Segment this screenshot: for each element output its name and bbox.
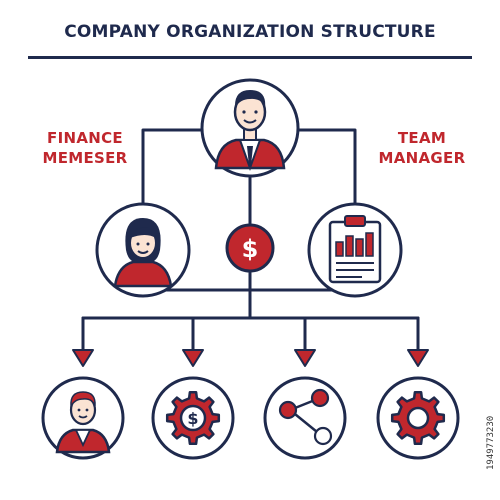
gear-center [179, 404, 207, 432]
team-manager-label: TEAM MANAGER [372, 128, 472, 168]
report-node [307, 202, 403, 298]
gear-node [376, 376, 460, 460]
female-employee-node [95, 202, 191, 298]
connector-top-left [141, 128, 207, 207]
dollar-coin-node: $ [225, 223, 275, 273]
dollar-sign-glyph: $ [242, 235, 259, 263]
arrow-down-icon [72, 349, 94, 367]
page-title: COMPANY ORGANIZATION STRUCTURE [64, 22, 436, 42]
arrow-down-icon [407, 349, 429, 367]
finance-label-line1: FINANCE [47, 129, 123, 147]
connector-top-right [295, 128, 357, 207]
female-avatar-icon [113, 218, 173, 288]
finance-label-line2: MEMESER [42, 149, 128, 167]
network-node [263, 376, 347, 460]
title-underline [28, 56, 472, 59]
gear-dollar-glyph: $ [187, 409, 198, 428]
arrow-down-icon [294, 349, 316, 367]
dollar-gear-node: $ [151, 376, 235, 460]
clipboard-report-icon [328, 215, 382, 284]
arrow-down-icon [182, 349, 204, 367]
team-label-line2: MANAGER [378, 149, 466, 167]
male-employee-node [41, 376, 125, 460]
male-avatar-icon [55, 391, 111, 454]
stock-id-watermark: 1949773230 [486, 415, 496, 470]
finance-member-label: FINANCE MEMESER [30, 128, 140, 168]
connector-lines [81, 128, 420, 352]
arrowheads [72, 349, 429, 367]
ceo-avatar-icon [214, 90, 286, 171]
network-share-icon [278, 388, 333, 446]
team-label-line1: TEAM [397, 129, 447, 147]
ceo-node [200, 78, 300, 178]
gear-hole [406, 406, 430, 430]
dollar-coin-icon [225, 223, 275, 273]
